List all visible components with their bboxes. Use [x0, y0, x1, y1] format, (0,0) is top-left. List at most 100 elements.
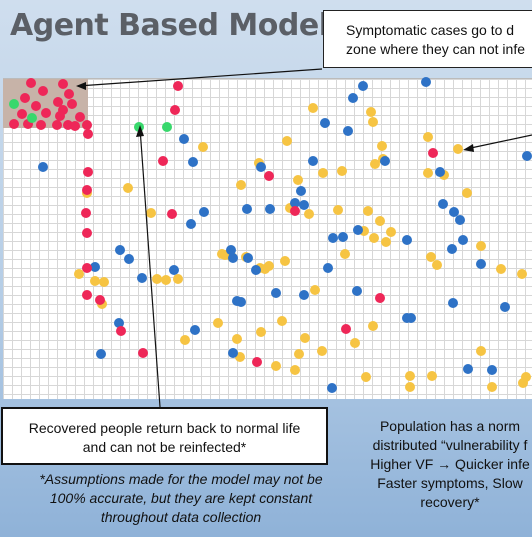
agent-susceptible — [323, 263, 333, 273]
agent-exposed — [99, 277, 109, 287]
agent-infected — [36, 120, 46, 130]
arrow-to-quarantine — [77, 68, 323, 87]
agent-exposed — [462, 188, 472, 198]
agent-infected — [428, 148, 438, 158]
agent-susceptible — [124, 254, 134, 264]
agent-exposed — [294, 349, 304, 359]
agent-exposed — [232, 334, 242, 344]
agent-infected — [82, 228, 92, 238]
agent-susceptible — [447, 244, 457, 254]
agent-exposed — [368, 321, 378, 331]
agent-exposed — [337, 166, 347, 176]
agent-susceptible — [290, 198, 300, 208]
callout-vulnerability-line4: Faster symptoms, Slow — [377, 475, 523, 491]
agent-exposed — [236, 180, 246, 190]
agent-exposed — [264, 261, 274, 271]
agent-susceptible — [487, 365, 497, 375]
agent-infected — [58, 79, 68, 89]
agent-exposed — [366, 107, 376, 117]
callout-quarantine: Symptomatic cases go to d zone where the… — [323, 10, 532, 68]
agent-recovered — [27, 113, 37, 123]
agent-exposed — [377, 141, 387, 151]
agent-infected — [20, 93, 30, 103]
agent-susceptible — [226, 245, 236, 255]
agent-exposed — [405, 382, 415, 392]
callout-recovered: Recovered people return back to normal l… — [1, 407, 328, 465]
agent-susceptible — [352, 286, 362, 296]
agent-exposed — [423, 132, 433, 142]
agent-susceptible — [242, 204, 252, 214]
callout-vulnerability-line2: distributed “vulnerability f — [372, 437, 528, 453]
agent-susceptible — [327, 383, 337, 393]
agent-susceptible — [299, 200, 309, 210]
agent-susceptible — [190, 325, 200, 335]
agent-exposed — [280, 256, 290, 266]
agent-infected — [67, 99, 77, 109]
agent-susceptible — [402, 235, 412, 245]
callout-vulnerability: Population has a norm distributed “vulne… — [350, 417, 532, 512]
agent-susceptible — [358, 81, 368, 91]
agent-exposed — [146, 208, 156, 218]
agent-susceptible — [236, 297, 246, 307]
agent-susceptible — [228, 253, 238, 263]
agent-susceptible — [449, 207, 459, 217]
arrow-head-population — [463, 144, 474, 152]
agent-susceptible — [421, 77, 431, 87]
footnote-line2: 100% accurate, but they are kept constan… — [49, 490, 313, 506]
agent-exposed — [432, 260, 442, 270]
agent-infected — [83, 129, 93, 139]
agent-exposed — [282, 136, 292, 146]
agent-exposed — [426, 252, 436, 262]
agent-exposed — [386, 227, 396, 237]
agent-exposed — [213, 318, 223, 328]
agent-exposed — [271, 361, 281, 371]
agent-susceptible — [271, 288, 281, 298]
agent-infected — [375, 293, 385, 303]
agent-susceptible — [463, 364, 473, 374]
callout-vulnerability-line5: recovery* — [420, 494, 480, 510]
agent-exposed — [427, 371, 437, 381]
agent-exposed — [375, 216, 385, 226]
callout-arrows — [76, 68, 532, 408]
agent-susceptible — [320, 118, 330, 128]
agent-susceptible — [186, 219, 196, 229]
agent-infected — [26, 78, 36, 88]
agent-susceptible — [343, 126, 353, 136]
agent-infected — [41, 108, 51, 118]
agent-exposed — [74, 269, 84, 279]
agent-exposed — [381, 237, 391, 247]
agent-infected — [83, 167, 93, 177]
page-title: Agent Based Model — [10, 8, 329, 43]
agent-infected — [290, 206, 300, 216]
arrow-head-recovered — [136, 125, 144, 137]
agent-susceptible — [438, 199, 448, 209]
agent-susceptible — [299, 290, 309, 300]
agent-infected — [64, 89, 74, 99]
agent-infected — [252, 357, 262, 367]
agent-susceptible — [199, 207, 209, 217]
agent-infected — [82, 290, 92, 300]
agent-exposed — [361, 372, 371, 382]
agent-exposed — [370, 159, 380, 169]
agent-infected — [170, 105, 180, 115]
callout-vulnerability-line1: Population has a norm — [379, 418, 521, 434]
agent-infected — [52, 120, 62, 130]
callout-vulnerability-line3: Higher VF → Quicker infe — [370, 456, 530, 472]
footnote-line1: *Assumptions made for the model may not … — [39, 471, 323, 487]
agent-susceptible — [448, 298, 458, 308]
agent-susceptible — [522, 151, 532, 161]
agent-exposed — [300, 333, 310, 343]
agent-exposed — [161, 275, 171, 285]
agent-exposed — [256, 327, 266, 337]
agent-susceptible — [402, 313, 412, 323]
agent-exposed — [90, 276, 100, 286]
agent-infected — [82, 120, 92, 130]
agent-infected — [158, 156, 168, 166]
agent-exposed — [496, 264, 506, 274]
assumptions-footnote: *Assumptions made for the model may not … — [20, 470, 342, 527]
agent-exposed — [453, 144, 463, 154]
agent-susceptible — [169, 265, 179, 275]
agent-susceptible — [137, 273, 147, 283]
agent-susceptible — [500, 302, 510, 312]
agent-susceptible — [348, 93, 358, 103]
